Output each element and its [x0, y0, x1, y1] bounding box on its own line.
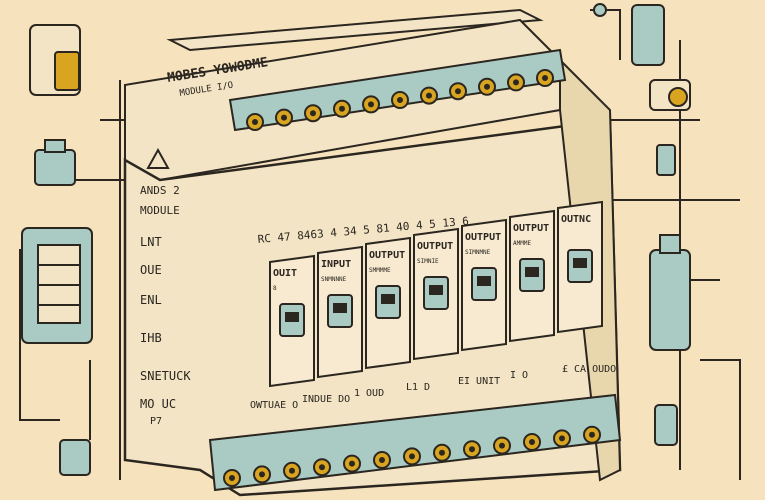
module-sublabel: SNMNNNE: [321, 276, 347, 283]
side-label-top: ANDS 2: [140, 184, 180, 197]
bottom-label: INDUE DO: [302, 394, 350, 405]
module-label: OUTNC: [561, 214, 591, 225]
sensor-component-right: [649, 79, 691, 111]
module-sublabel: SIMNIE: [417, 258, 439, 265]
side-label-4: IHB: [140, 331, 162, 345]
io-module-panel: [317, 245, 363, 379]
bottom-label: OWTUAE O: [250, 400, 298, 411]
side-label-7: P7: [150, 416, 162, 427]
module-label: OUTPUT: [369, 250, 405, 261]
bottom-terminal-strip: [208, 393, 622, 492]
module-sublabel: SMMMME: [369, 267, 391, 274]
bottom-label: 1 OUD: [354, 388, 384, 399]
io-module-panel: [461, 218, 507, 352]
side-label-2: OUE: [140, 263, 162, 277]
side-label-module: MODULE: [140, 204, 180, 217]
bottom-label: EI UNIT: [458, 376, 500, 387]
module-label: INPUT: [321, 259, 351, 270]
bottom-label: £ CA OUDO: [562, 364, 616, 375]
io-module-panel: [557, 200, 603, 334]
connector-component-left: [34, 139, 76, 186]
io-module-panel: [269, 254, 315, 388]
bottom-label: L1 D: [406, 382, 430, 393]
module-label: OUTPUT: [465, 232, 501, 243]
fuse-component-bottom-right: [654, 404, 678, 446]
plug-component-bottom-left: [59, 439, 91, 476]
bottom-label: I O: [510, 370, 528, 381]
cylinder-connector-component-right: [649, 234, 691, 351]
top-terminal-strip: [228, 48, 567, 132]
io-module-panel: [413, 227, 459, 361]
side-label-3: ENL: [140, 293, 162, 307]
io-module-panel: [509, 209, 555, 343]
module-label: OUIT: [273, 268, 297, 279]
module-label: OUTPUT: [513, 223, 549, 234]
logo-icon: [146, 147, 170, 169]
module-sublabel: SIMNMNE: [465, 249, 491, 256]
terminal-block-component-left: [21, 227, 93, 344]
capacitor-component-top-right: [593, 3, 665, 66]
side-label-5: SNETUCK: [140, 369, 191, 383]
side-label-6: MO UC: [140, 397, 176, 411]
relay-component-top-left: [29, 24, 81, 96]
resistor-component-right: [656, 144, 676, 176]
module-sublabel: 8: [273, 285, 277, 292]
side-label-1: LNT: [140, 235, 162, 249]
io-module-panel: [365, 236, 411, 370]
module-label: OUTPUT: [417, 241, 453, 252]
module-sublabel: AMMME: [513, 240, 531, 247]
